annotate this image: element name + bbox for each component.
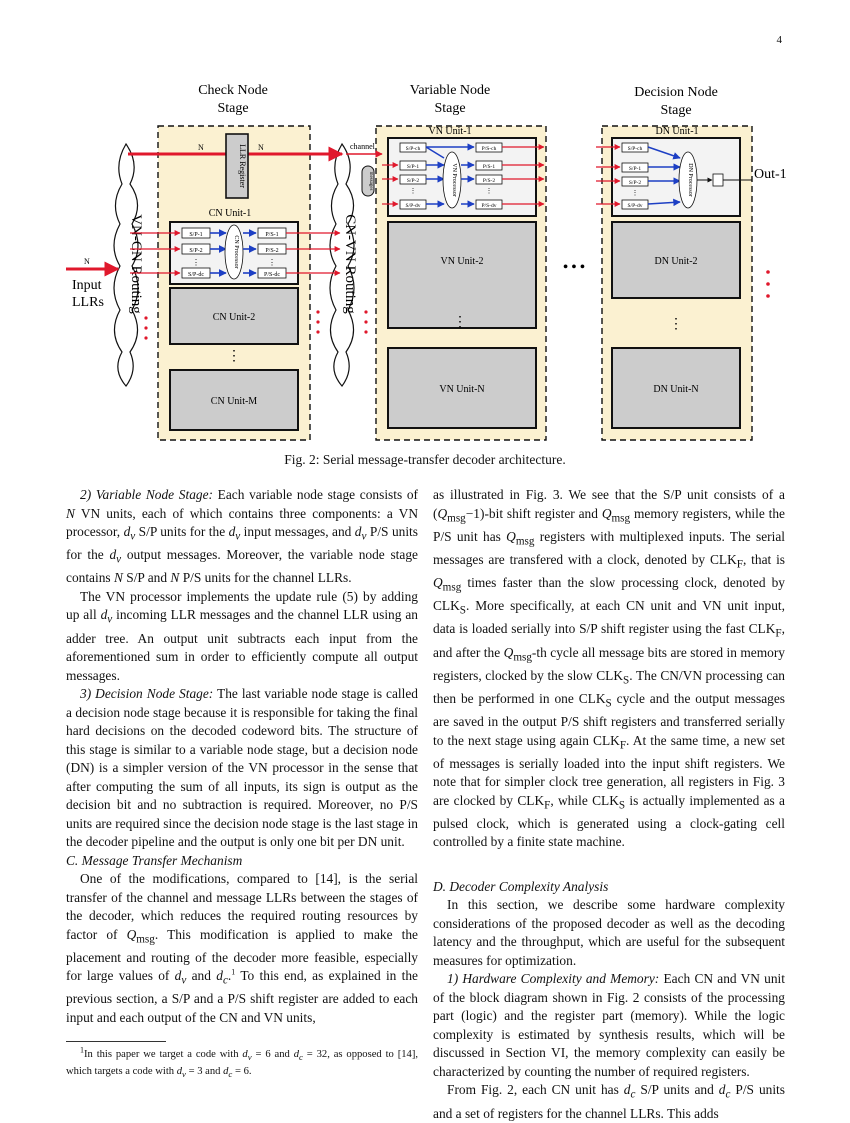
dn-sp-1-label: S/P-1 (629, 166, 641, 172)
cn-sp-1-label: S/P-1 (189, 232, 202, 238)
cn-processor-label: CN Processor (233, 235, 239, 268)
cn-ps-2-label: P/S-2 (265, 248, 278, 254)
dn-sp-vdots: ⋮ (632, 189, 639, 197)
page-number: 4 (776, 34, 783, 46)
para-decision-node-stage: 3) Decision Node Stage: The last variabl… (66, 686, 418, 850)
dn-sp-2-label: S/P-2 (629, 180, 641, 186)
messages-pill (361, 165, 375, 197)
cn-unit-vdots: ⋮ (227, 349, 241, 364)
para-sp-ps-clocking: as illustrated in Fig. 3. We see that th… (433, 487, 786, 850)
para-vn-processor: The VN processor implements the update r… (66, 588, 418, 683)
red-ellipsis-dots (144, 270, 770, 340)
left-column: 2) Variable Node Stage: Each variable no… (66, 486, 418, 1082)
cn-unit-1-title: CN Unit-1 (209, 208, 252, 219)
cn-unit-m-box (169, 369, 299, 431)
architecture-figure: Check Node Stage Variable Node Stage Dec… (60, 74, 800, 464)
vn-sp-2-label: S/P-2 (407, 178, 419, 184)
vn-sp-dv-label: S/P-dv (406, 203, 421, 209)
section-message-transfer-title: C. Message Transfer Mechanism (66, 852, 243, 868)
stage-hdots: • • • (563, 260, 585, 275)
vn-cn-routing-label: VN-CN Routing (128, 214, 144, 314)
cn-sp-2-label: S/P-2 (189, 248, 202, 254)
cn-unit-2-label: CN Unit-2 (213, 312, 256, 323)
cn-processor-cloud (224, 224, 244, 280)
decoder-diagram: Check Node Stage Variable Node Stage Dec… (66, 83, 787, 441)
check-stage-title-2: Stage (217, 101, 248, 116)
vn-unit-1-title: VN Unit-1 (428, 126, 471, 137)
variable-stage-title-2: Stage (434, 101, 465, 116)
dn-output-register (712, 173, 724, 187)
dn-unit-n-box (611, 347, 741, 429)
llr-register-label: LLR Register (238, 144, 247, 188)
dn-unit-2-label: DN Unit-2 (654, 256, 697, 267)
cn-unit-2-box (169, 287, 299, 345)
vn-unit-2-box (387, 221, 537, 329)
cn-vn-routing-label: CN-VN Routing (342, 214, 358, 314)
dn-processor-label: DN Processor (687, 163, 693, 197)
dn-unit-vdots: ⋮ (669, 317, 683, 332)
vn-sp-vdots: ⋮ (410, 187, 417, 195)
channel-n-label-2: N (258, 143, 264, 152)
dn-sp-ch-label: S/P-ch (628, 146, 643, 152)
input-n-label: N (84, 257, 90, 266)
footnote-rule (66, 1041, 166, 1043)
vn-processor-label: VN Processor (451, 163, 457, 197)
vn-cn-routing-cloud (113, 142, 139, 387)
vn-io-lines (382, 144, 545, 207)
vn-ps-vdots: ⋮ (486, 187, 493, 195)
para-hardware-complexity: 1) Hardware Complexity and Memory: Each … (433, 971, 785, 1079)
cn-vn-routing-cloud (329, 142, 355, 387)
vn-sp-ch-label: S/P-ch (406, 146, 421, 152)
dn-sp-dv-label: S/P-dv (628, 203, 643, 209)
llrs-label: LLRs (72, 295, 104, 310)
input-label: Input (72, 278, 102, 293)
para-cn-unit-registers: From Fig. 2, each CN unit has dc S/P uni… (433, 1082, 785, 1121)
para-message-transfer: One of the modifications, compared to [1… (66, 871, 419, 1025)
vn-ps-2-label: P/S-2 (483, 178, 495, 184)
out-label: Out-1 (754, 167, 787, 182)
vn-unit-vdots: ⋮ (453, 315, 467, 330)
vn-processor-cloud (442, 151, 462, 209)
vn-ps-ch-label: P/S-ch (482, 146, 497, 152)
vn-bus (425, 146, 445, 159)
vn-unit-2-label: VN Unit-2 (440, 256, 483, 267)
channel-n-label-1: N (198, 143, 204, 152)
dn-unit-2-box (611, 221, 741, 299)
dn-unit-n-label: DN Unit-N (653, 384, 698, 395)
cn-sp-vdots: ⋮ (192, 258, 200, 267)
section-complexity-title: D. Decoder Complexity Analysis (433, 878, 609, 894)
dn-input-lines (596, 144, 621, 207)
vn-ps-dv-label: P/S-dv (482, 203, 497, 209)
dn-unit-1-title: DN Unit-1 (655, 126, 698, 137)
cn-sp-dc-label: S/P-dc (188, 272, 204, 278)
check-stage-title-1: Check Node (198, 83, 268, 98)
cn-ps-dc-label: P/S-dc (264, 272, 280, 278)
vn-sp-1-label: S/P-1 (407, 164, 419, 170)
para-complexity-intro: In this section, we describe some hardwa… (433, 897, 785, 968)
cn-ps-1-label: P/S-1 (265, 232, 278, 238)
dn-buses (647, 146, 681, 207)
para-variable-node-stage: 2) Variable Node Stage: Each variable no… (66, 487, 418, 586)
decision-stage-title-1: Decision Node (634, 85, 718, 100)
llr-register-box (225, 133, 249, 199)
right-column: as illustrated in Fig. 3. We see that th… (433, 486, 785, 1123)
footnote-1: 1In this paper we target a code with dv … (66, 1045, 419, 1080)
figure-caption: Fig. 2: Serial message-transfer decoder … (284, 452, 566, 467)
vn-unit-n-label: VN Unit-N (439, 384, 484, 395)
cn-unit-1-inputs: S/P-1 S/P-2 ⋮ S/P-dc (130, 227, 211, 279)
dn-sp-dv-box (621, 199, 649, 210)
decision-stage-title-2: Stage (660, 103, 691, 118)
messages-label: messages (368, 172, 373, 191)
channel-label: channel (350, 142, 376, 151)
cn-ps-vdots: ⋮ (268, 258, 276, 267)
vn-ps-1-label: P/S-1 (483, 164, 495, 170)
vn-unit-n-box (387, 347, 537, 429)
cn-unit-m-label: CN Unit-M (211, 396, 258, 407)
variable-stage-title-1: Variable Node (410, 83, 490, 98)
